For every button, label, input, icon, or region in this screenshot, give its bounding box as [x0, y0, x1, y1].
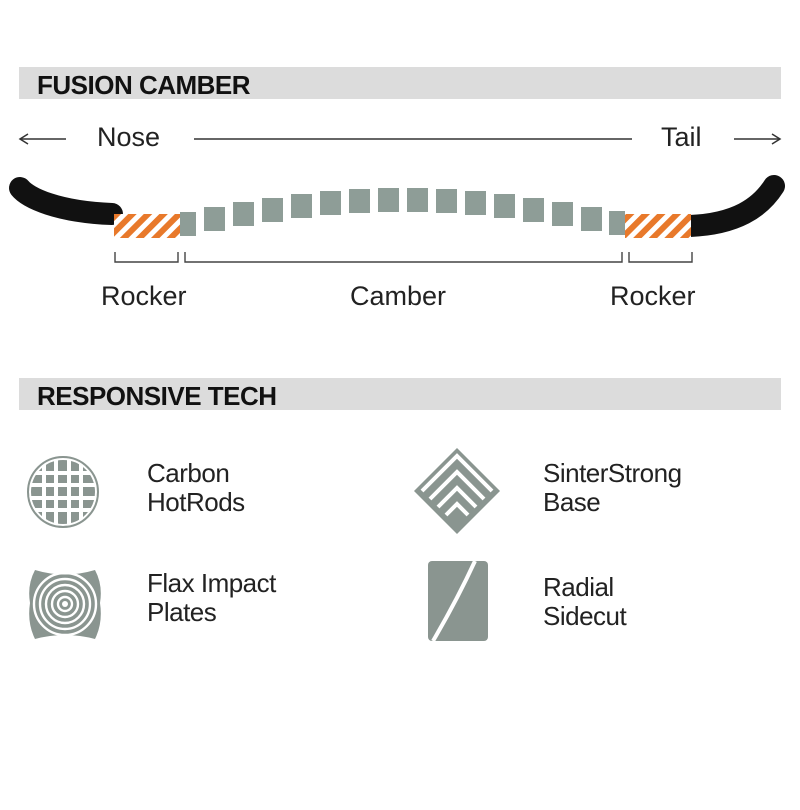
- nested-diamond-icon: [414, 448, 500, 534]
- tech-name-line2: Plates: [147, 597, 217, 627]
- tech-name-line1: Flax Impact: [147, 568, 276, 598]
- tech-item-carbon-hotrods: Carbon HotRods: [25, 455, 355, 535]
- tech-name-line1: Radial: [543, 572, 614, 602]
- tech-name-carbon-hotrods: Carbon HotRods: [147, 459, 245, 517]
- responsive-tech-title: RESPONSIVE TECH: [37, 381, 277, 411]
- zone-brackets: [114, 252, 693, 263]
- zone-label-tail-rocker: Rocker: [610, 281, 696, 311]
- tail-tip: [679, 175, 785, 237]
- nose-tip: [9, 177, 123, 225]
- sidecut-card-icon: [428, 560, 488, 642]
- tech-name-line2: Base: [543, 487, 601, 517]
- nose-label: Nose: [97, 122, 161, 152]
- camber-profile-svg: [9, 133, 785, 263]
- tech-item-radial-sidecut: Radial Sidecut: [427, 560, 757, 642]
- nose-rocker-zone: [114, 214, 180, 238]
- tech-item-flax-impact-plates: Flax Impact Plates: [25, 565, 355, 645]
- responsive-tech-header: RESPONSIVE TECH: [19, 378, 781, 411]
- camber-segments: [180, 188, 625, 236]
- zone-label-nose-rocker: Rocker: [101, 281, 187, 311]
- tech-name-sinterstrong-base: SinterStrong Base: [543, 459, 682, 517]
- fusion-camber-header: FUSION CAMBER: [19, 67, 781, 100]
- tail-rocker-zone: [625, 214, 691, 238]
- camber-profile-diagram: Nose Tail Rocker Camber Rocker: [0, 110, 800, 320]
- tech-item-sinterstrong-base: SinterStrong Base: [412, 446, 742, 534]
- tech-name-line2: Sidecut: [543, 601, 627, 631]
- tech-name-line1: SinterStrong: [543, 458, 682, 488]
- tail-label: Tail: [661, 122, 702, 152]
- tech-name-radial-sidecut: Radial Sidecut: [543, 572, 627, 631]
- tech-name-flax-impact-plates: Flax Impact Plates: [147, 569, 276, 627]
- zone-label-camber: Camber: [350, 281, 447, 311]
- concentric-rings-icon: [29, 570, 101, 639]
- tech-name-line2: HotRods: [147, 487, 245, 517]
- fusion-camber-title: FUSION CAMBER: [37, 70, 251, 100]
- carbon-grid-icon: [27, 456, 99, 528]
- tech-name-line1: Carbon: [147, 458, 230, 488]
- nose-arrow: [18, 133, 66, 145]
- tail-arrow: [734, 133, 782, 145]
